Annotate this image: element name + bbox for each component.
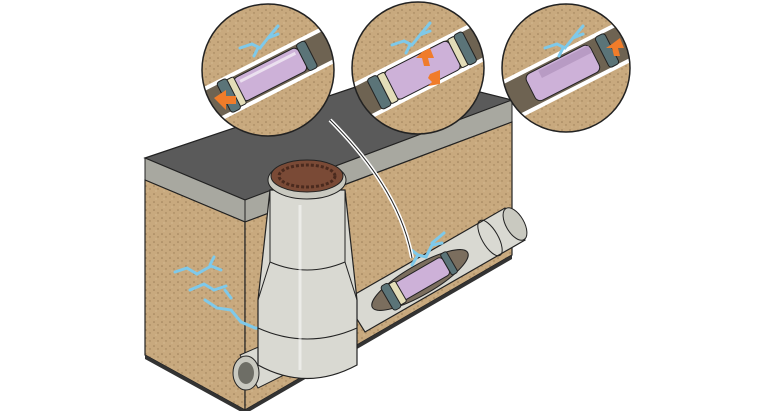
- arrow-icon: [214, 90, 236, 110]
- root-crack-icon: [238, 24, 280, 58]
- arrow-icon: [606, 38, 624, 56]
- packer-icon: [367, 75, 392, 110]
- inset-packer-insertion: [201, 3, 335, 137]
- sewer-pipe: [344, 207, 528, 333]
- root-crack-icon: [390, 21, 432, 55]
- manhole-icon: [257, 159, 358, 379]
- liner-icon: [380, 251, 458, 311]
- inset-liner-inflation: [351, 1, 485, 135]
- liner-icon: [525, 44, 601, 102]
- root-crack-icon: [173, 255, 277, 332]
- arrow-icon: [416, 48, 434, 66]
- root-crack-icon: [543, 24, 585, 58]
- inset-liner-cured: [501, 3, 631, 133]
- arrow-icon: [428, 70, 440, 86]
